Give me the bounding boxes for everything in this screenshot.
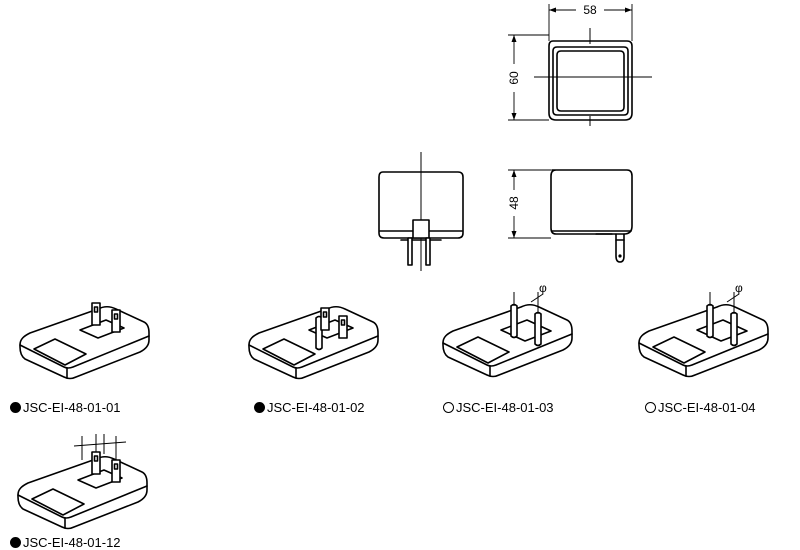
height-value: 60 bbox=[507, 71, 521, 85]
width-dimension: 58 bbox=[548, 3, 633, 41]
depth-dimension: 48 bbox=[507, 169, 551, 239]
model-code: JSC-EI-48-01-02 bbox=[267, 400, 365, 415]
plug-variant-12 bbox=[17, 434, 148, 530]
plug-variant-01 bbox=[19, 302, 150, 380]
plug-variant-02 bbox=[248, 305, 379, 380]
height-dimension: 60 bbox=[507, 34, 549, 121]
plug-variant-04: φ bbox=[638, 281, 769, 378]
pin-diameter-label: φ bbox=[735, 281, 743, 295]
side-view bbox=[550, 169, 633, 263]
model-code: JSC-EI-48-01-12 bbox=[23, 535, 121, 550]
front-view bbox=[378, 152, 464, 271]
filled-circle-icon bbox=[10, 537, 21, 548]
model-code: JSC-EI-48-01-04 bbox=[658, 400, 756, 415]
model-label-02: JSC-EI-48-01-02 bbox=[254, 400, 365, 415]
depth-value: 48 bbox=[507, 196, 521, 210]
open-circle-icon bbox=[443, 402, 454, 413]
plug-variant-03: φ bbox=[442, 281, 573, 378]
model-label-12: JSC-EI-48-01-12 bbox=[10, 535, 121, 550]
open-circle-icon bbox=[645, 402, 656, 413]
filled-circle-icon bbox=[10, 402, 21, 413]
model-code: JSC-EI-48-01-03 bbox=[456, 400, 554, 415]
model-label-04: JSC-EI-48-01-04 bbox=[645, 400, 756, 415]
model-label-01: JSC-EI-48-01-01 bbox=[10, 400, 121, 415]
model-code: JSC-EI-48-01-01 bbox=[23, 400, 121, 415]
filled-circle-icon bbox=[254, 402, 265, 413]
width-value: 58 bbox=[583, 3, 597, 17]
model-label-03: JSC-EI-48-01-03 bbox=[443, 400, 554, 415]
pin-diameter-label: φ bbox=[539, 281, 547, 295]
top-view bbox=[534, 28, 652, 126]
